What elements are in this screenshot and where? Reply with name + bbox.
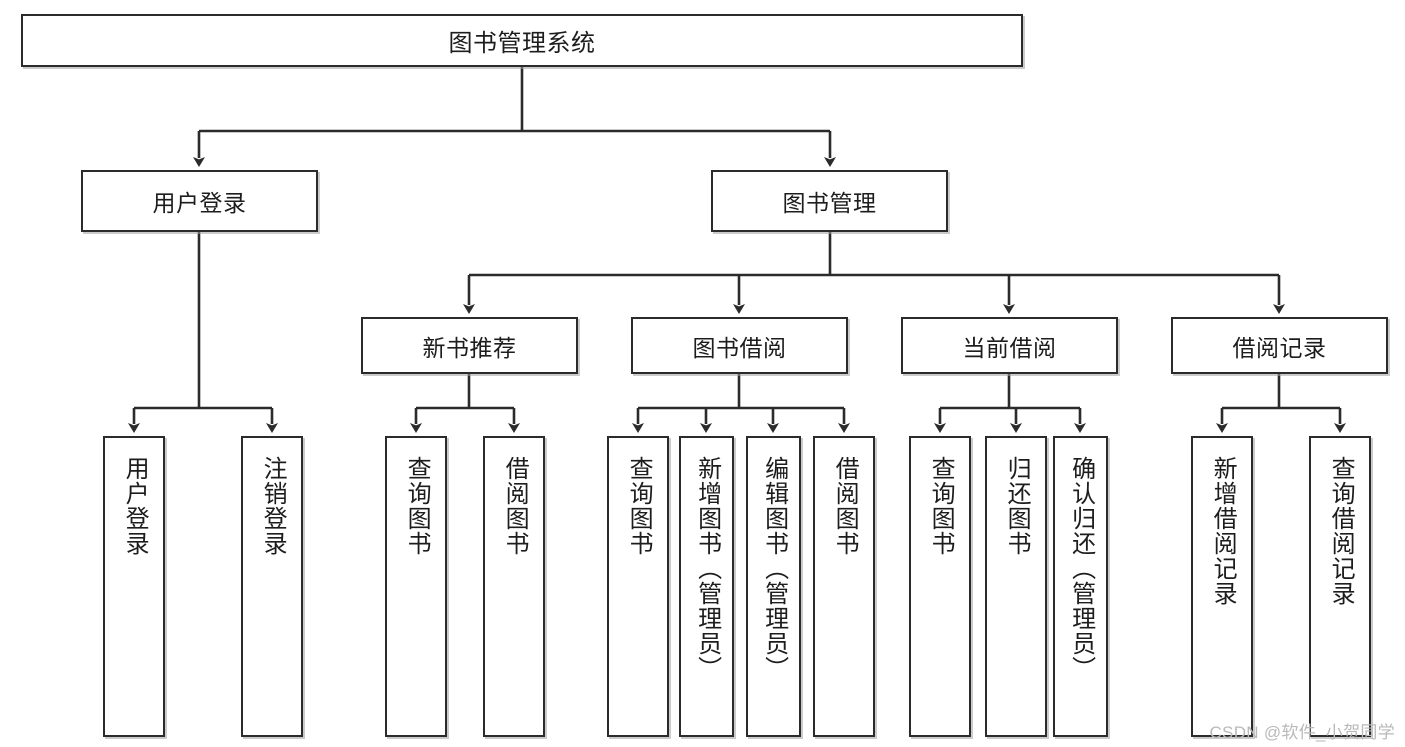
leaf-node[interactable]: 用户登录	[103, 436, 165, 737]
node-label: 图书借阅	[692, 334, 787, 361]
node-label: 当前借阅	[962, 334, 1057, 361]
leaf-label: 归还图书	[1003, 456, 1031, 556]
node-user-login[interactable]: 用户登录	[81, 170, 318, 232]
node-label: 新书推荐	[422, 334, 517, 361]
leaf-node[interactable]: 查询图书	[385, 436, 447, 737]
leaf-label: 注销登录	[259, 456, 287, 556]
leaf-node[interactable]: 新增图书（管理员）	[679, 436, 734, 737]
node-label: 图书管理	[782, 190, 877, 216]
leaf-node[interactable]: 借阅图书	[813, 436, 875, 737]
leaf-label: 确认归还（管理员）	[1067, 456, 1095, 681]
leaf-node[interactable]: 编辑图书（管理员）	[746, 436, 801, 737]
node-current-borrowing[interactable]: 当前借阅	[901, 317, 1118, 374]
leaf-node[interactable]: 借阅图书	[483, 436, 545, 737]
node-label: 借阅记录	[1232, 334, 1327, 361]
node-label: 用户登录	[152, 190, 247, 216]
leaf-label: 编辑图书（管理员）	[760, 456, 788, 681]
leaf-node[interactable]: 新增借阅记录	[1191, 436, 1253, 737]
leaf-node[interactable]: 归还图书	[985, 436, 1047, 737]
leaf-node[interactable]: 查询借阅记录	[1309, 436, 1371, 737]
node-borrowing-records[interactable]: 借阅记录	[1171, 317, 1388, 374]
leaf-node[interactable]: 查询图书	[607, 436, 669, 737]
leaf-label: 查询借阅记录	[1327, 456, 1355, 606]
leaf-label: 新增图书（管理员）	[693, 456, 721, 681]
node-book-borrowing[interactable]: 图书借阅	[631, 317, 848, 374]
leaf-label: 用户登录	[121, 456, 149, 556]
node-root-label: 图书管理系统	[448, 30, 596, 57]
leaf-label: 借阅图书	[501, 456, 529, 556]
node-new-book-recommendation[interactable]: 新书推荐	[361, 317, 578, 374]
node-root-system[interactable]: 图书管理系统	[21, 14, 1023, 67]
leaf-label: 查询图书	[625, 456, 653, 556]
node-book-management[interactable]: 图书管理	[711, 170, 948, 232]
leaf-node[interactable]: 注销登录	[241, 436, 303, 737]
leaf-label: 借阅图书	[831, 456, 859, 556]
leaf-label: 查询图书	[403, 456, 431, 556]
leaf-label: 新增借阅记录	[1209, 456, 1237, 606]
watermark-text: CSDN @软件_小贺同学	[1209, 723, 1395, 742]
leaf-label: 查询图书	[927, 456, 955, 556]
leaf-node[interactable]: 查询图书	[909, 436, 971, 737]
leaf-node[interactable]: 确认归还（管理员）	[1053, 436, 1108, 737]
